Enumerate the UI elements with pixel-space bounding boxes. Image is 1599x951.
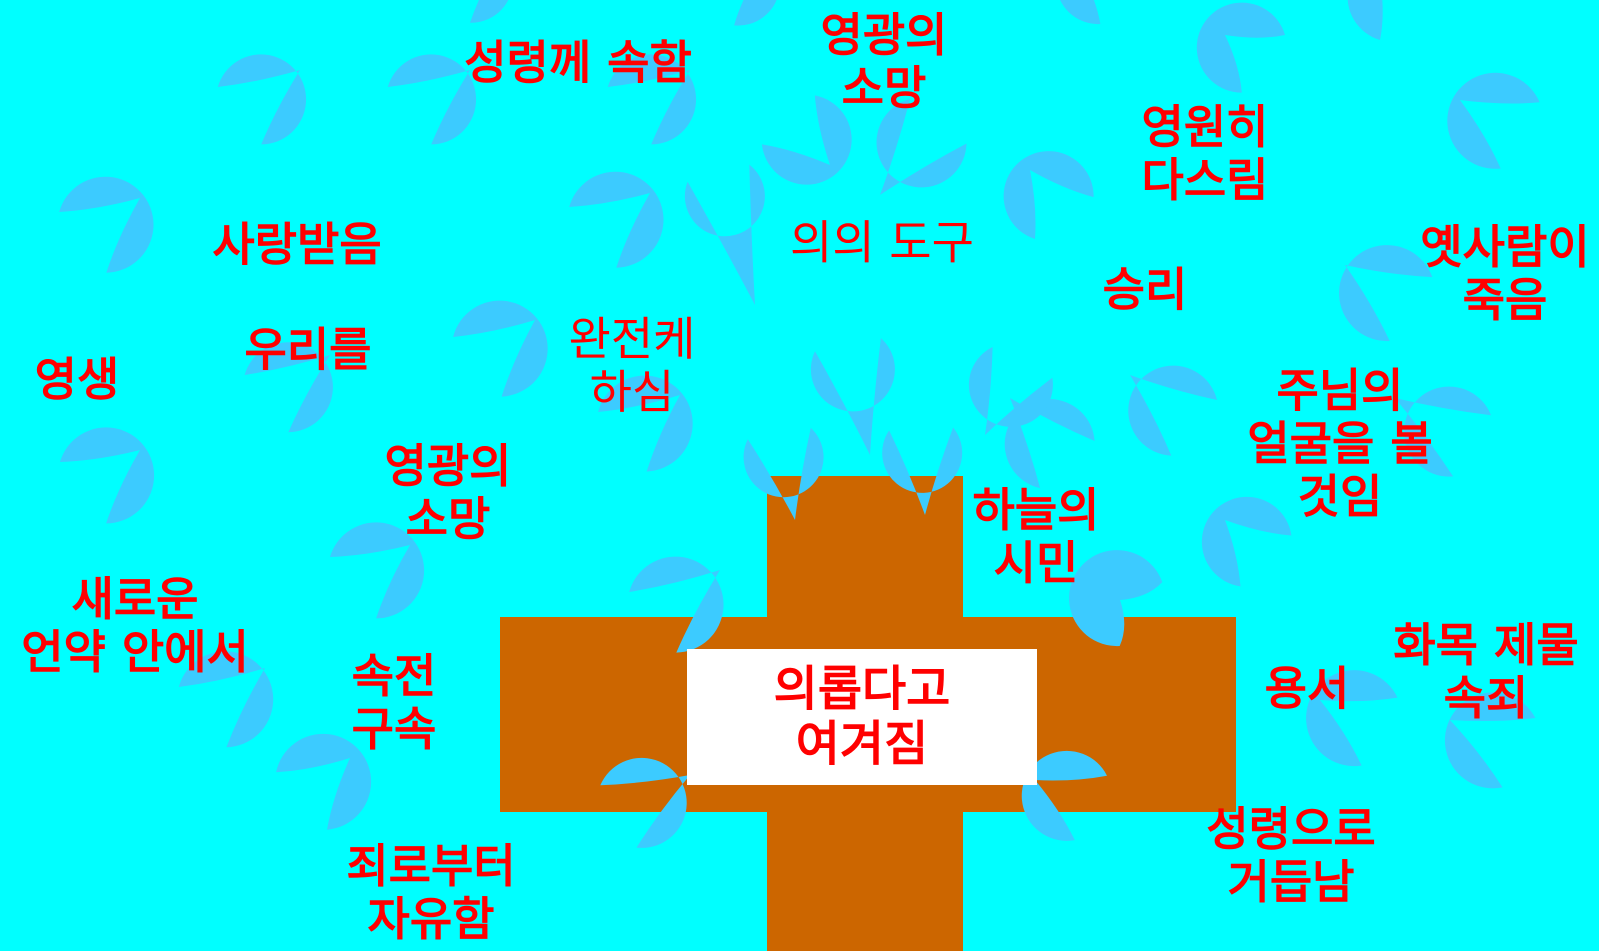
label-see-face: 주님의 얼굴을 볼 것임: [1247, 363, 1433, 524]
label-atonement-sacrifice: 화목 제물 속죄: [1393, 618, 1579, 725]
raindrop: [876, 98, 967, 195]
raindrop: [59, 176, 154, 273]
label-redemption: 속전 구속: [351, 649, 437, 756]
label-free-from-sin: 죄로부터 자유함: [346, 839, 516, 946]
label-made-perfect: 완전케 하심: [568, 312, 696, 419]
raindrop: [178, 651, 274, 748]
label-us: 우리를: [244, 322, 372, 377]
label-forgiveness: 용서: [1264, 661, 1350, 716]
raindrop: [1069, 550, 1163, 647]
raindrop: [1347, 0, 1383, 40]
raindrop: [1128, 365, 1217, 456]
raindrop: [1395, 386, 1491, 477]
raindrop: [600, 757, 690, 848]
raindrop: [453, 300, 548, 397]
raindrop: [1306, 670, 1398, 767]
raindrop: [569, 171, 664, 268]
raindrop: [734, 0, 777, 26]
label-beloved: 사랑받음: [212, 217, 382, 272]
raindrop: [684, 164, 765, 305]
raindrop: [1196, 2, 1285, 93]
label-old-self-died: 옛사람이 죽음: [1420, 220, 1590, 327]
label-new-covenant: 새로운 언약 안에서: [21, 572, 249, 679]
raindrop: [607, 54, 697, 145]
raindrop: [882, 427, 963, 515]
label-eternal-life: 영생: [34, 352, 120, 407]
raindrop: [276, 733, 372, 830]
raindrop: [598, 375, 693, 472]
raindrop: [1021, 750, 1107, 841]
label-victory: 승리: [1102, 262, 1188, 317]
raindrop: [217, 54, 307, 145]
label-instrument-righteousness: 의의 도구: [790, 215, 974, 270]
raindrop: [743, 427, 824, 520]
label-born-of-spirit: 성령으로 거듭남: [1206, 802, 1376, 909]
raindrop: [968, 347, 1053, 435]
raindrop: [1444, 692, 1536, 789]
raindrop: [629, 556, 724, 653]
raindrop: [1003, 151, 1094, 239]
center-box: 의롭다고 여겨짐: [687, 649, 1037, 785]
center-label: 의롭다고 여겨짐: [773, 660, 951, 772]
raindrop: [60, 427, 155, 524]
label-reign-forever: 영원히 다스림: [1141, 100, 1269, 207]
raindrop: [244, 342, 333, 433]
label-glory-hope-top: 영광의 소망: [820, 8, 948, 115]
raindrop: [387, 54, 477, 145]
raindrop: [1447, 72, 1540, 169]
raindrop: [470, 0, 509, 23]
label-glory-hope-left: 영광의 소망: [384, 439, 512, 546]
raindrop: [330, 522, 425, 619]
label-belong-spirit: 성령께 속함: [464, 35, 692, 90]
label-heavenly-citizen: 하늘의 시민: [972, 483, 1100, 590]
raindrop: [810, 338, 895, 455]
raindrop: [1004, 398, 1095, 489]
raindrop: [1339, 245, 1433, 342]
raindrop: [761, 95, 852, 185]
raindrop: [1201, 496, 1292, 587]
raindrop: [1060, 0, 1101, 25]
